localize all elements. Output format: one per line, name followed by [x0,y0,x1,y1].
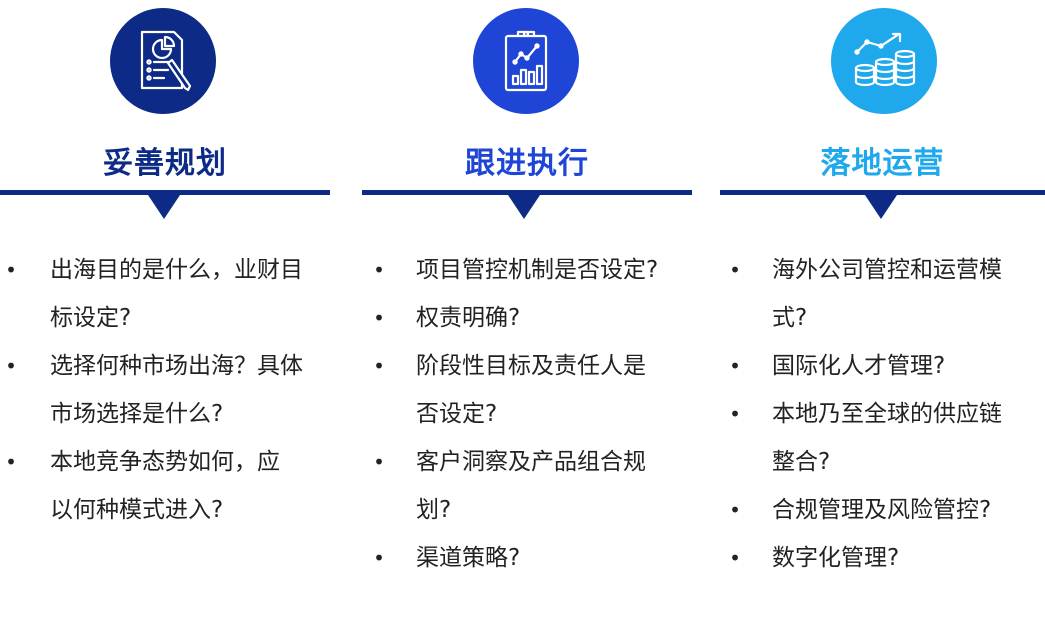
list-item: •国际化人才管理? [729,353,946,379]
column-title: 跟进执行 [465,146,589,181]
list-item: •权责明确? [373,305,521,331]
list-item: •阶段性目标及责任人是否设定? [373,353,646,427]
list-item: •客户洞察及产品组合规划? [373,449,646,523]
column-title: 落地运营 [820,146,945,181]
list-item: •本地竞争态势如何，应以何种模式进入? [5,449,280,523]
column-follow: 跟进执行 •项目管控机制是否设定? •权责明确? •阶段性目标及责任人是否设定?… [362,0,692,644]
list-item: •渠道策略? [373,545,521,571]
clipboard-chart-icon [504,30,548,92]
divider-line [362,190,692,195]
list-item: •海外公司管控和运营模式? [729,257,1002,331]
list-item: •本地乃至全球的供应链整合? [729,401,1002,475]
report-pie-chart-icon [140,30,192,92]
divider-line [720,190,1045,195]
down-arrow-pointer [508,195,540,219]
divider-line [0,190,330,195]
list-item: •选择何种市场出海？具体市场选择是什么? [5,353,303,427]
operate-icon-circle [831,8,937,114]
bullet-list: •出海目的是什么，业财目标设定? •选择何种市场出海？具体市场选择是什么? •本… [0,246,330,534]
list-item: •数字化管理? [729,545,900,571]
list-item: •项目管控机制是否设定? [373,257,659,283]
list-item: •出海目的是什么，业财目标设定? [5,257,303,331]
bullet-list: •海外公司管控和运营模式? •国际化人才管理? •本地乃至全球的供应链整合? •… [720,246,1045,582]
follow-icon-circle [473,8,579,114]
column-operate: 落地运营 •海外公司管控和运营模式? •国际化人才管理? •本地乃至全球的供应链… [720,0,1045,644]
list-item: •合规管理及风险管控? [729,497,992,523]
down-arrow-pointer [148,195,180,219]
column-plan: 妥善规划 •出海目的是什么，业财目标设定? •选择何种市场出海？具体市场选择是什… [0,0,330,644]
plan-icon-circle [110,8,216,114]
column-title: 妥善规划 [103,146,227,181]
bullet-list: •项目管控机制是否设定? •权责明确? •阶段性目标及责任人是否设定? •客户洞… [362,246,692,582]
coins-growth-icon [854,32,916,87]
down-arrow-pointer [865,195,897,219]
